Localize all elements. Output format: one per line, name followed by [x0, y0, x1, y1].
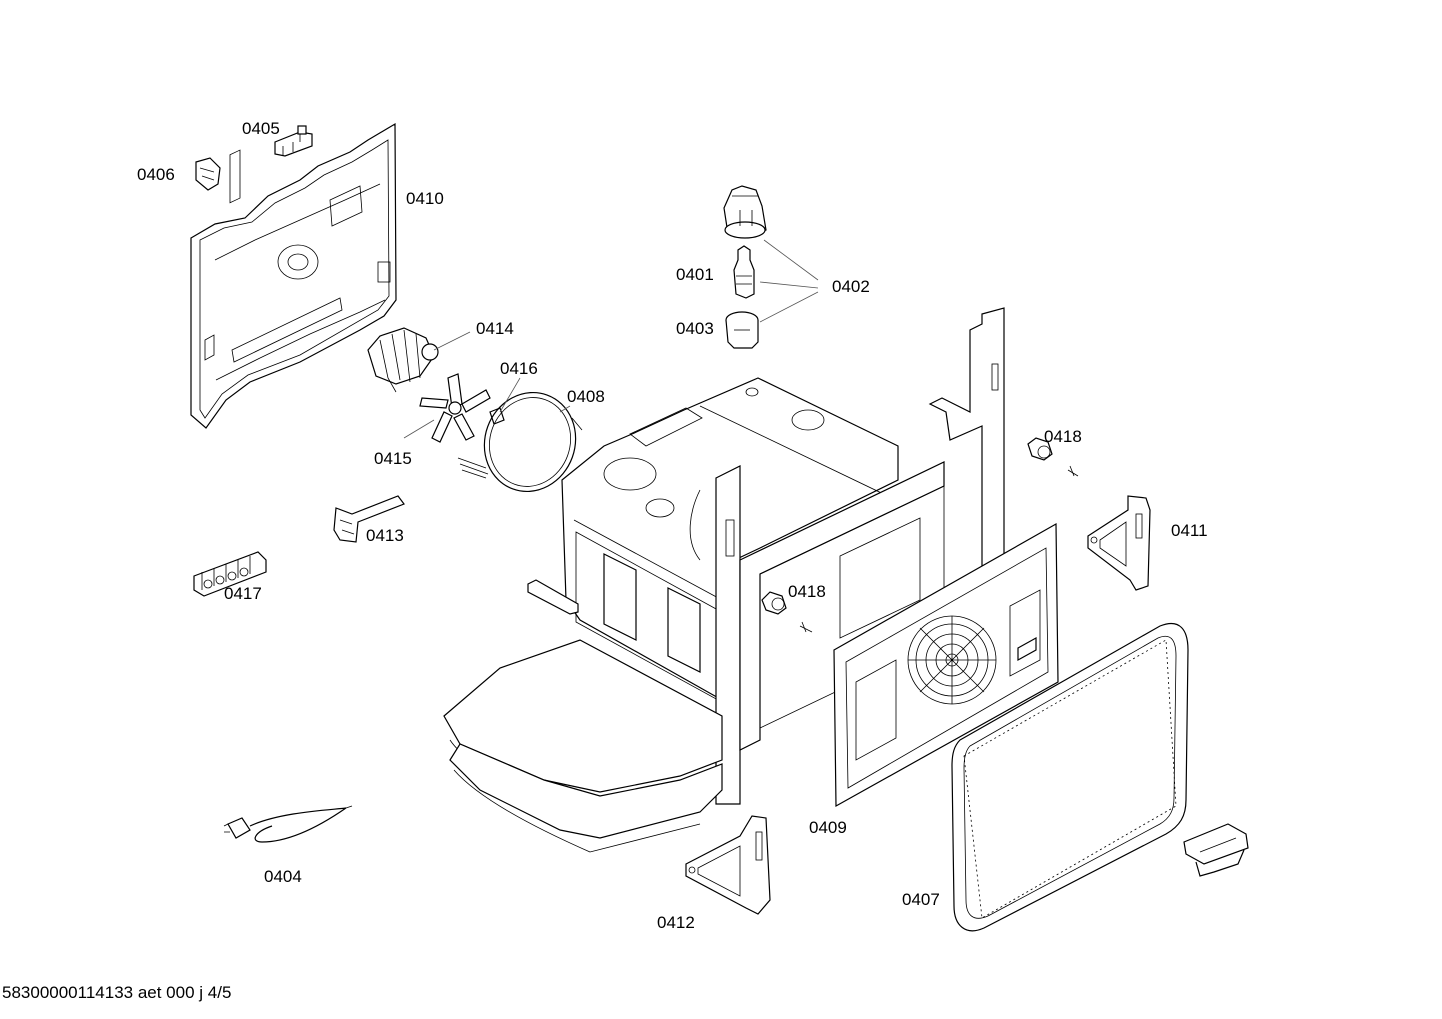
part-0402-lamp-cover[interactable] — [723, 185, 767, 239]
part-0412-hinge-bracket[interactable] — [685, 815, 771, 915]
part-0403-lamp-glass[interactable] — [725, 311, 759, 349]
label-0403: 0403 — [676, 319, 714, 338]
part-0409-fan-cover-panel[interactable] — [833, 522, 1059, 808]
part-door-clip[interactable] — [1183, 823, 1249, 877]
part-0406-clip[interactable] — [195, 157, 221, 191]
part-0418-knob-center[interactable] — [761, 591, 813, 633]
oven-front-frame[interactable] — [715, 307, 1005, 805]
part-0416-nut[interactable] — [489, 407, 505, 425]
part-0413-bracket[interactable] — [333, 495, 405, 543]
part-0417-terminal-block[interactable] — [193, 551, 267, 597]
label-0406: 0406 — [137, 165, 175, 184]
label-0411: 0411 — [1171, 521, 1208, 540]
label-0417: 0417 — [224, 584, 262, 603]
part-0418-knob-right[interactable] — [1027, 437, 1079, 477]
part-0405-switch[interactable] — [274, 125, 313, 157]
insulation-mat — [443, 639, 723, 853]
label-0404: 0404 — [264, 867, 302, 886]
leader-lines-0402 — [403, 239, 819, 439]
label-0402: 0402 — [832, 277, 870, 296]
shelf-rail — [527, 579, 579, 615]
part-0404-power-cord[interactable] — [223, 805, 353, 843]
label-0418-center: 0418 — [788, 582, 826, 601]
part-0414-fan-motor[interactable] — [367, 327, 439, 393]
label-0401: 0401 — [676, 265, 714, 284]
label-0412: 0412 — [657, 913, 695, 932]
label-0413: 0413 — [366, 526, 404, 545]
label-0407: 0407 — [902, 890, 940, 909]
label-0408: 0408 — [567, 387, 605, 406]
label-0415: 0415 — [374, 449, 412, 468]
part-0408-ring-heater[interactable] — [457, 380, 589, 505]
footer-document-id: 58300000114133 aet 000 j 4/5 — [2, 983, 231, 1002]
label-0416: 0416 — [500, 359, 538, 378]
part-0410-back-panel[interactable] — [190, 122, 397, 429]
part-labels: 0401 0402 0403 0404 0405 0406 0407 0408 … — [137, 119, 1208, 932]
part-0411-hinge-bracket[interactable] — [1087, 495, 1151, 591]
label-0405: 0405 — [242, 119, 280, 138]
part-0401-lamp[interactable] — [733, 245, 755, 299]
label-0414: 0414 — [476, 319, 514, 338]
label-0409: 0409 — [809, 818, 847, 837]
label-0418-right: 0418 — [1044, 427, 1082, 446]
part-0407-door-gasket[interactable] — [951, 622, 1189, 932]
label-0410: 0410 — [406, 189, 444, 208]
part-0415-fan-blade[interactable] — [419, 373, 491, 443]
